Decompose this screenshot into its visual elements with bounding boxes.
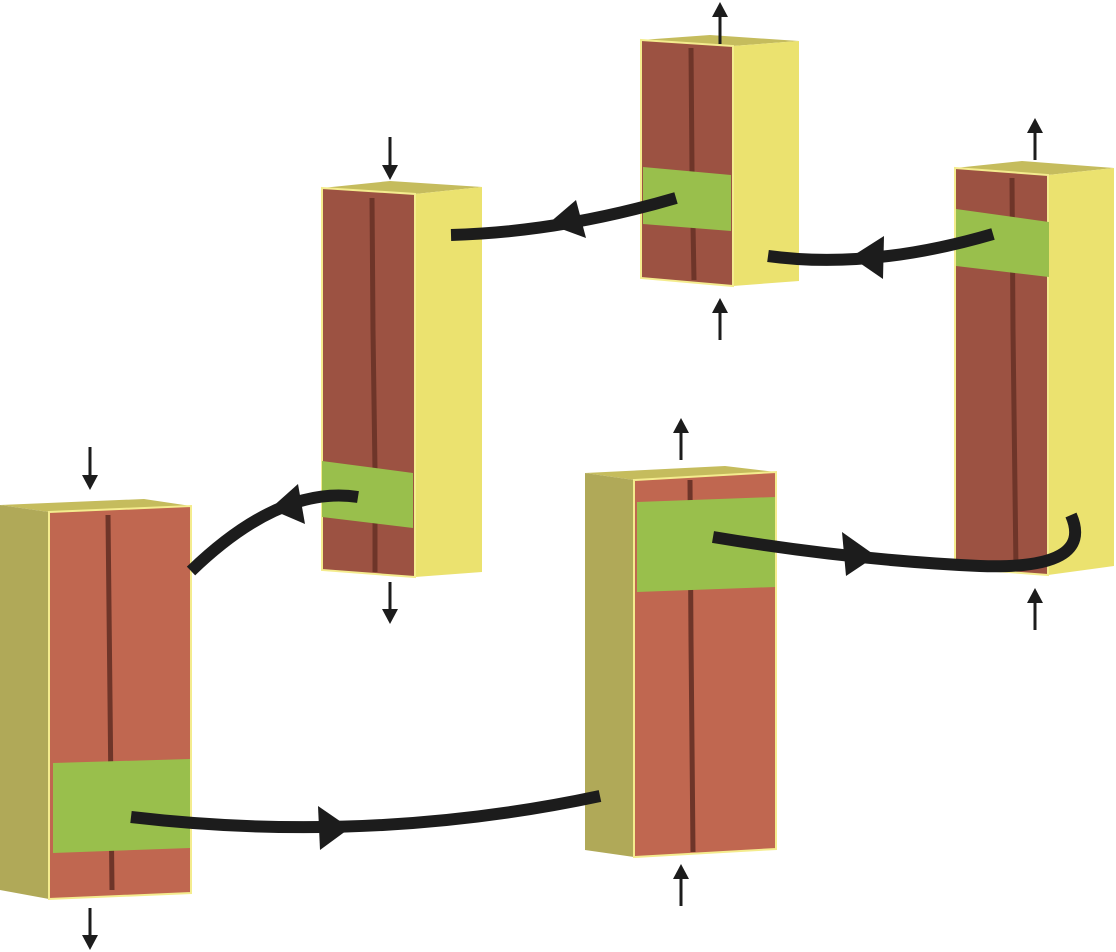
arrow-down-icon [82,908,98,950]
curved-arrow-icon [767,228,995,279]
flow-arrows [130,192,1082,850]
arrow-up-icon [673,418,689,460]
arrow-down-icon [382,137,398,180]
curved-arrow-icon [712,512,1082,576]
block-top-face [322,181,482,194]
force-arrows [82,2,1043,950]
block-top-center [640,35,799,288]
block-lower-middle [585,466,777,859]
block-front-face [640,38,734,288]
block-side-face [1048,168,1114,575]
curved-arrow-icon [130,790,602,850]
block-top-face [585,466,776,480]
green-band [53,759,190,853]
green-band [956,209,1049,277]
arrow-up-icon [1027,118,1043,160]
curved-arrow-icon [186,484,359,576]
arrow-down-icon [382,582,398,624]
green-band [322,461,413,528]
block-side-face [733,41,799,286]
arrow-up-icon [712,2,728,44]
green-band [643,167,731,231]
block-top-face [955,161,1114,175]
block-side-face [415,187,482,577]
block-right-tall [954,161,1114,577]
block-upper-middle [321,181,482,579]
block-lower-left [0,499,192,901]
curved-arrow-icon [450,192,678,241]
block-center-line [688,47,697,281]
block-side-face [0,505,49,899]
arrow-up-icon [1027,588,1043,630]
arrow-down-icon [82,447,98,490]
green-band [637,497,775,592]
block-side-face [585,473,634,857]
arrow-up-icon [712,298,728,340]
arrow-up-icon [673,864,689,906]
block-top-face [0,499,191,512]
